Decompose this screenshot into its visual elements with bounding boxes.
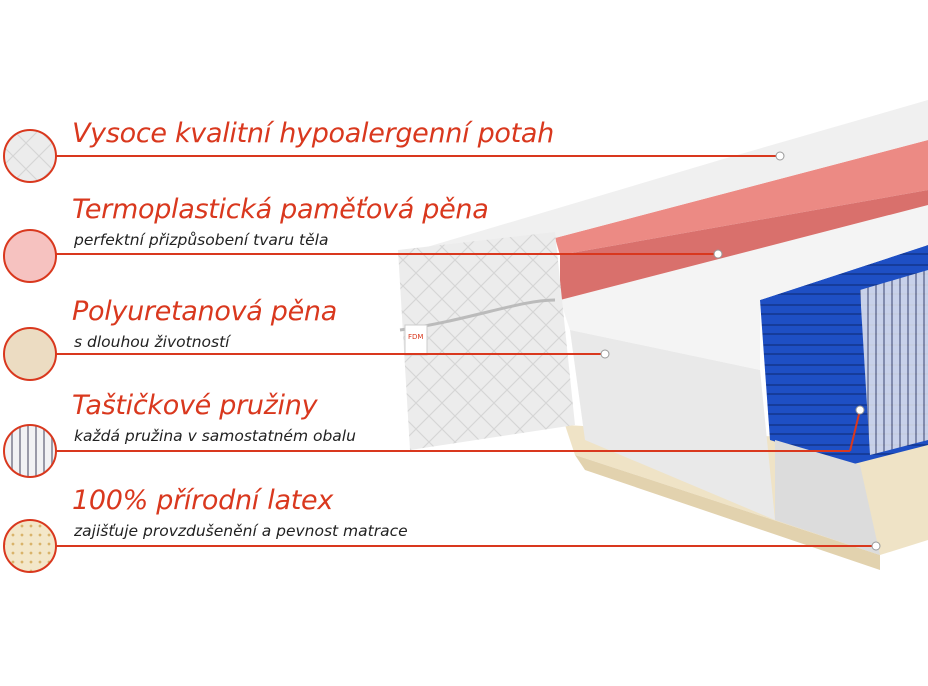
swatch-latex-icon [3, 519, 57, 573]
cover-front [398, 232, 575, 450]
layer-title-polyurethane: Polyuretanová pěna [72, 296, 337, 327]
swatch-pink-foam-icon [3, 229, 57, 283]
swatch-quilted-cover-icon [3, 129, 57, 183]
memory-foam-layer [555, 140, 928, 255]
swatch-beige-foam-icon [3, 327, 57, 381]
layer-subtitle-memory-foam: perfektní přizpůsobení tvaru těla [74, 231, 329, 249]
layer-title-springs: Taštičkové pružiny [72, 390, 318, 421]
label-tag-text: FDM [408, 333, 424, 341]
layer-subtitle-latex: zajišťuje provzdušenění a pevnost matrac… [74, 522, 408, 540]
layer-title-latex: 100% přírodní latex [72, 485, 333, 516]
layer-title-memory-foam: Termoplastická paměťová pěna [72, 194, 489, 225]
layer-subtitle-springs: každá pružina v samostatném obalu [74, 427, 356, 445]
cover-top [400, 100, 928, 255]
swatch-pocket-springs-icon [3, 424, 57, 478]
layer-title-cover: Vysoce kvalitní hypoalergenní potah [72, 118, 554, 149]
polyurethane-foam-layer [560, 205, 928, 370]
layer-subtitle-polyurethane: s dlouhou životností [74, 333, 230, 351]
